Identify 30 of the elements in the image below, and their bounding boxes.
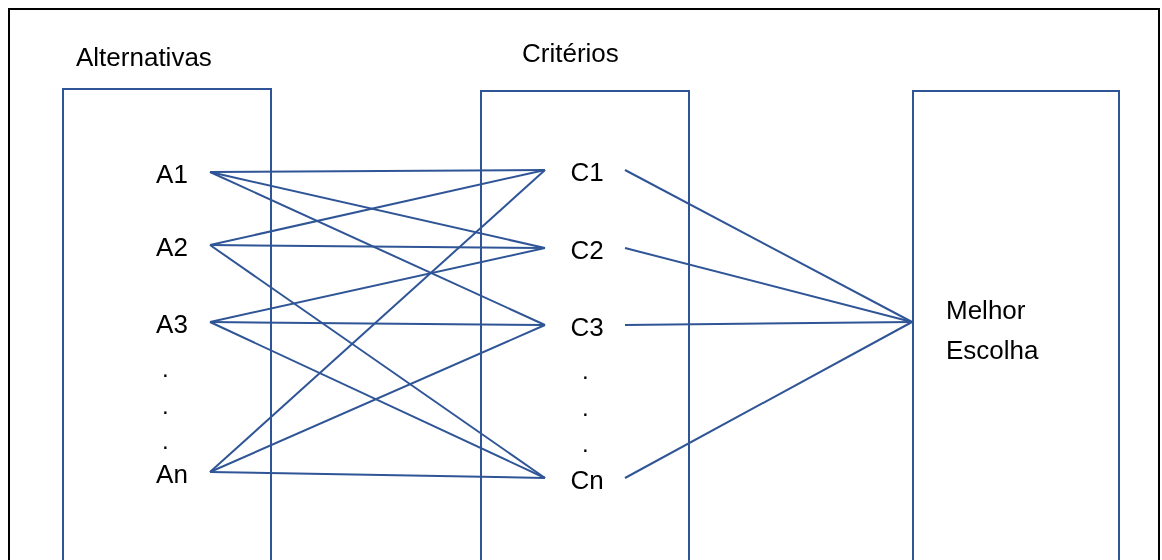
connector-line <box>209 471 546 479</box>
connector-line <box>209 321 546 326</box>
connector-line <box>209 244 546 249</box>
item-label: A2 <box>132 227 212 267</box>
item-label: An <box>132 454 212 494</box>
column-heading: Alternativas <box>76 41 212 74</box>
ellipsis-dot: . <box>582 432 589 456</box>
connector-line <box>209 244 546 479</box>
connector-line <box>209 169 546 473</box>
result-box <box>912 90 1120 560</box>
connector-line <box>624 321 913 479</box>
connector-line <box>624 247 913 323</box>
item-label: C1 <box>547 152 627 192</box>
connector-line <box>624 169 913 323</box>
item-label: Cn <box>547 460 627 500</box>
column-heading: Critérios <box>522 37 619 70</box>
connector-line <box>624 321 913 326</box>
ellipsis-dot: . <box>582 396 589 420</box>
ellipsis-dot: . <box>162 357 169 381</box>
result-text: Melhor Escolha <box>945 293 1040 367</box>
item-label: C2 <box>547 230 627 270</box>
connector-line <box>209 169 546 173</box>
ellipsis-dot: . <box>162 429 169 453</box>
item-label: C3 <box>547 307 627 347</box>
connector-line <box>209 171 546 326</box>
ellipsis-dot: . <box>162 394 169 418</box>
ellipsis-dot: . <box>582 359 589 383</box>
item-label: A1 <box>132 154 212 194</box>
item-label: A3 <box>132 304 212 344</box>
connector-line <box>209 247 546 323</box>
